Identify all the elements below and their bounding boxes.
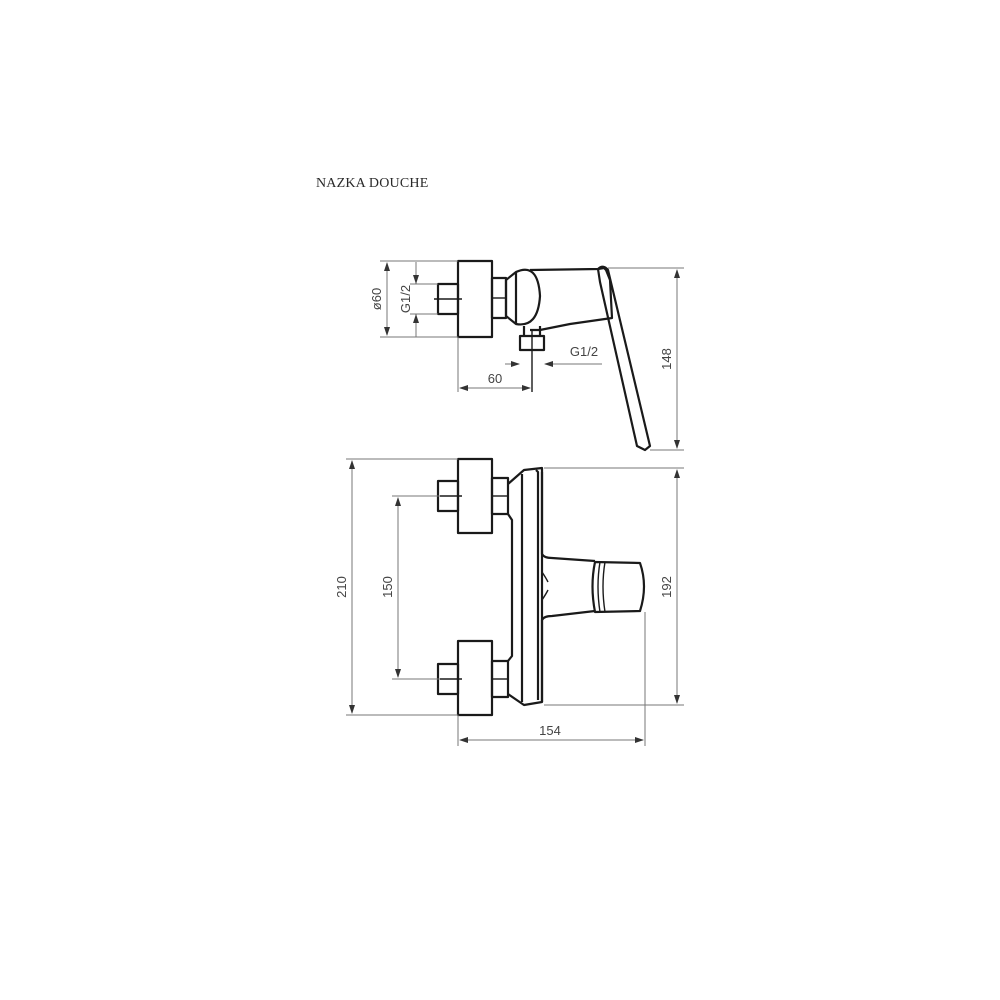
dim-arrow xyxy=(544,361,553,367)
dim-inlet-spacing-label: 150 xyxy=(380,576,395,598)
side-dome xyxy=(515,268,542,326)
dim-arrow xyxy=(511,361,520,367)
cross-body-curve xyxy=(541,571,549,601)
dim-inlet-thread-label: G1/2 xyxy=(398,285,413,313)
dim-depth-label: 154 xyxy=(539,723,561,738)
side-view: ø60 G1/2 60 G1/2 148 xyxy=(369,259,684,452)
side-cone xyxy=(504,270,518,326)
side-lever xyxy=(596,265,652,452)
side-flange xyxy=(456,259,494,339)
dim-arrows xyxy=(413,275,419,323)
dim-height-label: 148 xyxy=(659,348,674,370)
drawing-title: NAZKA DOUCHE xyxy=(316,176,429,191)
upper-flange xyxy=(456,457,494,535)
dim-outlet-thread-label: G1/2 xyxy=(570,344,598,359)
dim-diameter-label: ø60 xyxy=(369,288,384,310)
dim-body-height-label: 192 xyxy=(659,576,674,598)
body-bar xyxy=(507,466,544,707)
body-bar-inner xyxy=(507,513,514,662)
lower-flange xyxy=(456,639,494,717)
handle-ribs xyxy=(597,561,606,613)
cross-body-bottom xyxy=(540,609,596,702)
dim-arrows xyxy=(384,262,390,336)
cross-body-top xyxy=(540,472,596,563)
handle-cylinder xyxy=(591,560,646,614)
body-bar-edge2 xyxy=(535,469,540,700)
dim-overall-height-label: 210 xyxy=(334,576,349,598)
side-outlet-neck xyxy=(522,326,542,336)
dim-arrows xyxy=(459,385,531,391)
front-view: 210 150 192 154 xyxy=(334,457,684,746)
dim-projection-label: 60 xyxy=(488,371,502,386)
